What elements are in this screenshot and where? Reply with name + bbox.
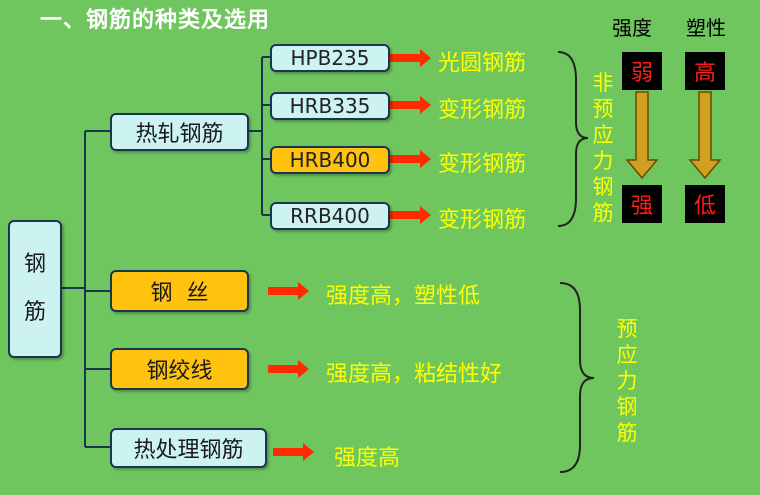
grade-arrows <box>268 49 431 461</box>
prestressed-label: 预应力钢筋 <box>616 317 638 445</box>
grade-rrb400: RRB400 <box>270 202 390 230</box>
root-node: 钢筋 <box>8 220 62 358</box>
root-label: 钢筋 <box>24 252 47 325</box>
grade-hpb235: HPB235 <box>270 44 390 72</box>
steel-wire-desc: 强度高，塑性低 <box>326 284 481 309</box>
grade-desc-hrb335: 变形钢筋 <box>438 98 527 123</box>
plasticity-bottom-cell: 低 <box>685 185 725 223</box>
hot-rolled-label: 热轧钢筋 <box>135 122 224 147</box>
grade-hrb335: HRB335 <box>270 92 390 120</box>
strength-bottom-cell: 强 <box>622 185 662 223</box>
prestressed-brace <box>559 282 595 473</box>
plasticity-top-cell: 高 <box>685 52 725 90</box>
plasticity-header: 塑性 <box>686 16 726 40</box>
grade-desc-rrb400: 变形钢筋 <box>438 208 527 233</box>
strength-top-cell: 弱 <box>622 52 662 90</box>
trend-arrows <box>625 91 722 180</box>
grade-hrb400: HRB400 <box>270 146 390 174</box>
grade-desc-hpb235: 光圆钢筋 <box>438 51 527 76</box>
hot-rolled-node: 热轧钢筋 <box>110 113 249 151</box>
strength-header: 强度 <box>612 16 652 40</box>
heat-treated-desc: 强度高 <box>334 446 401 471</box>
page-title: 一、钢筋的种类及选用 <box>40 8 271 33</box>
grade-desc-hrb400: 变形钢筋 <box>438 152 527 177</box>
steel-strand-desc: 强度高，粘结性好 <box>326 362 503 387</box>
heat-treated-node: 热处理钢筋 <box>110 428 267 468</box>
non-prestressed-label: 非预应力钢筋 <box>592 71 614 225</box>
steel-wire-node: 钢 丝 <box>110 270 249 312</box>
non-prestressed-brace <box>557 51 589 227</box>
steel-strand-node: 钢绞线 <box>110 348 249 390</box>
